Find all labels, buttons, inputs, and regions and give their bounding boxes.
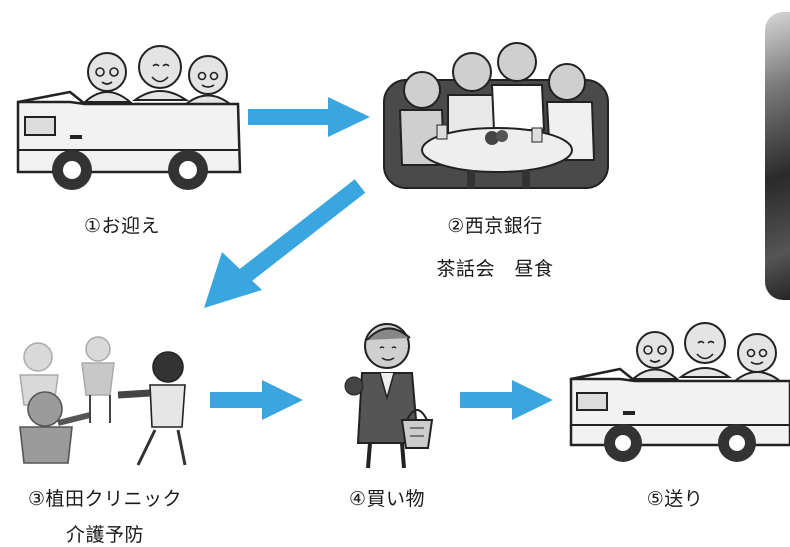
arrow-step4-to-step5 [460, 380, 553, 420]
step2-sublabel: 茶話会 昼食 [436, 258, 554, 280]
van-pickup-illustration [16, 45, 242, 190]
arrow-step2-to-step3 [204, 179, 366, 308]
van-dropoff-illustration [569, 322, 790, 462]
step1-label: ①お迎え [83, 215, 161, 237]
step5-label: ⑤送り [646, 488, 704, 510]
exercise-class-illustration [19, 336, 187, 466]
shopper-illustration [344, 323, 434, 469]
step2-label: ②西京銀行 [447, 215, 543, 237]
arrow-step3-to-step4 [210, 380, 303, 420]
step3-sublabel: 介護予防 [65, 524, 144, 546]
photo-icon [765, 12, 790, 300]
tea-party-illustration [383, 42, 609, 189]
step4-label: ④買い物 [348, 488, 426, 510]
step3-label: ③植田クリニック [27, 488, 183, 510]
arrow-step1-to-step2 [248, 97, 370, 137]
